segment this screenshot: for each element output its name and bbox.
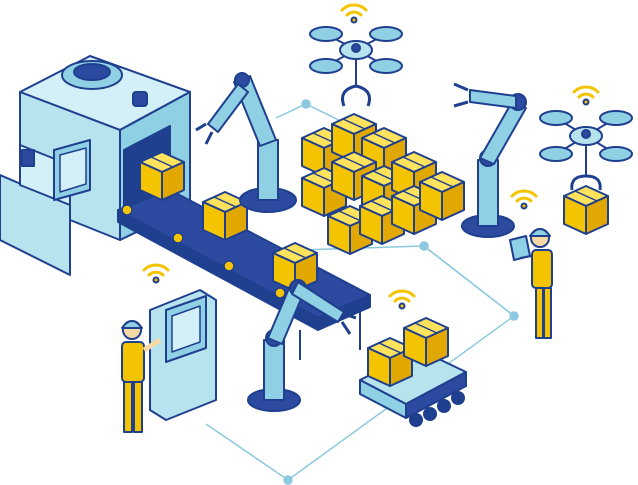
worker-at-kiosk [121, 263, 217, 433]
robot-arm-top-left [195, 72, 297, 213]
robot-arm-bottom [247, 279, 357, 412]
network-lines [205, 99, 519, 485]
worker-with-tablet [509, 189, 553, 339]
delivery-drone-icon [539, 85, 633, 235]
drone-icon [309, 3, 403, 107]
box-stack [301, 113, 465, 255]
robot-arm-top-right [453, 82, 527, 238]
agv-robot-icon [359, 289, 467, 427]
